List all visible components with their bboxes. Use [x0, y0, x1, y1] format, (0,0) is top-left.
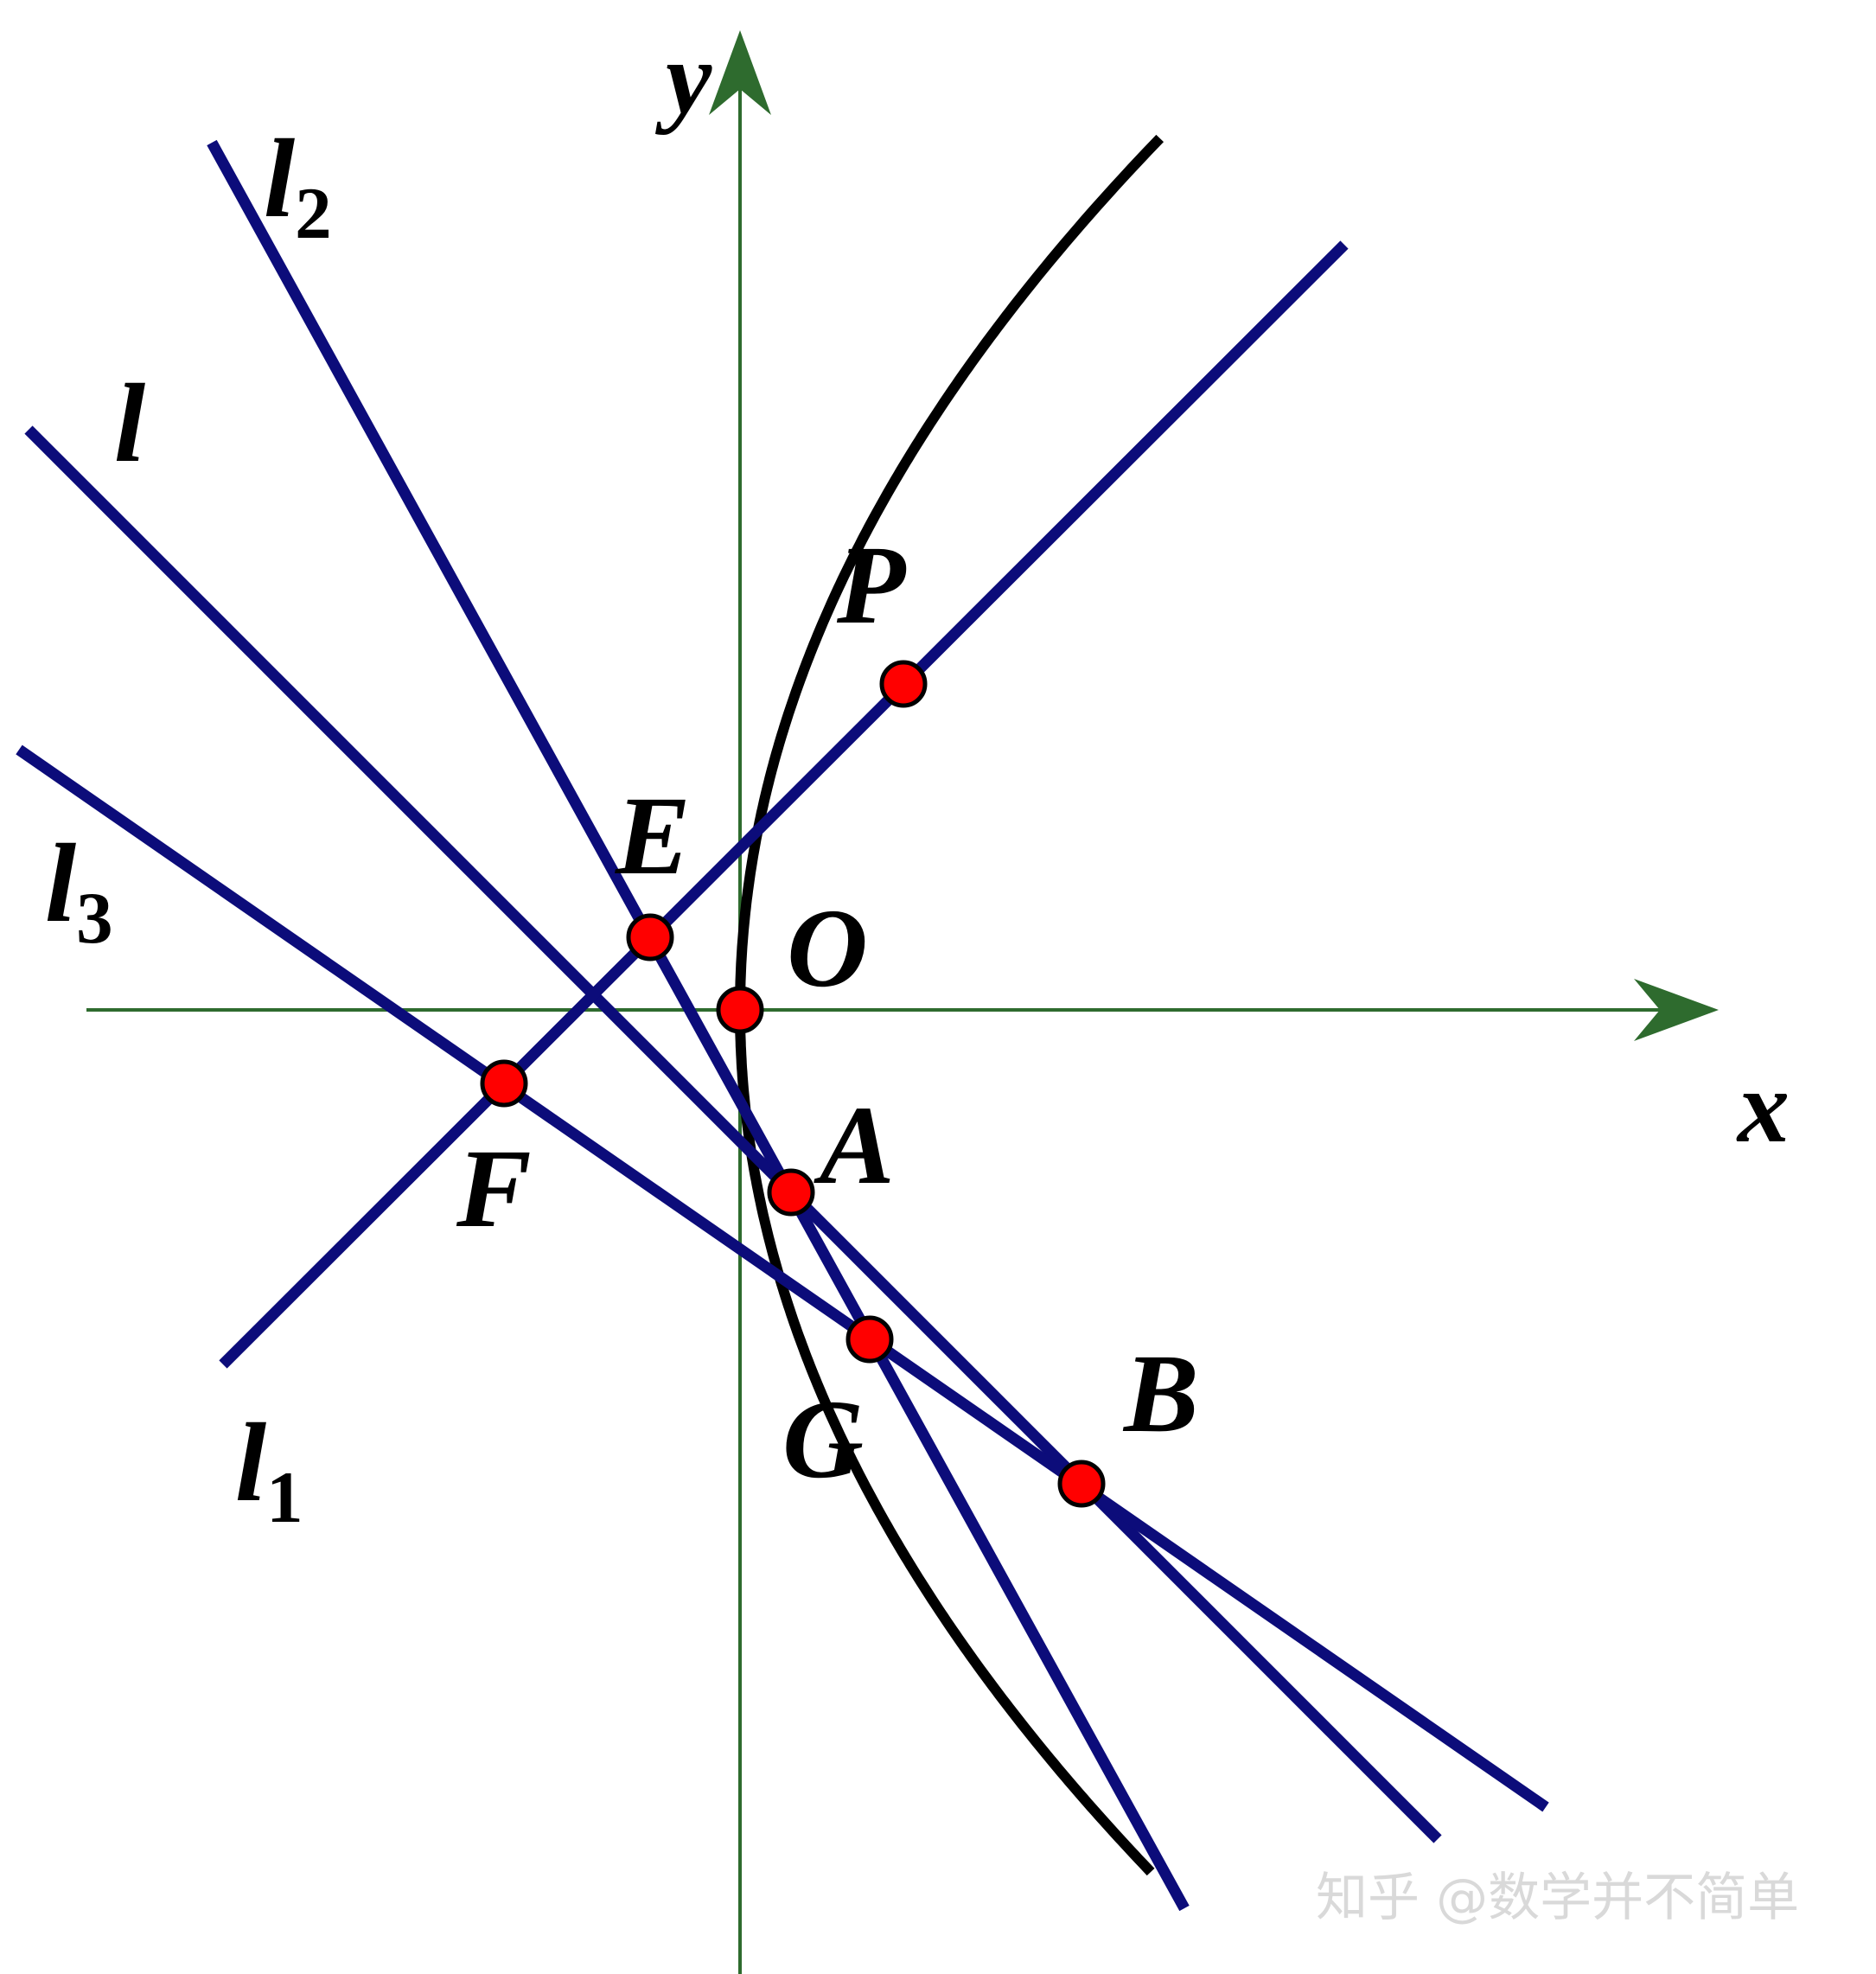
lines	[16, 139, 1549, 1912]
line-l1-label: l1	[235, 1401, 303, 1538]
point-E	[626, 913, 674, 961]
point-E-label: E	[615, 774, 691, 898]
line-l2-label-sub: 2	[295, 173, 332, 254]
line-l2	[207, 139, 1190, 1912]
line-l-label: l	[114, 361, 145, 486]
point-O	[716, 986, 764, 1034]
line-l2-label-base: l	[264, 117, 295, 241]
point-A-label: A	[814, 1083, 895, 1208]
point-P	[879, 660, 928, 708]
line-l3	[16, 744, 1549, 1812]
line-l1-label-base: l	[235, 1401, 266, 1525]
point-G-label: G	[782, 1377, 864, 1502]
axes	[86, 30, 1719, 1974]
y-axis-label: y	[654, 20, 712, 135]
line-l3-label-base: l	[45, 821, 76, 946]
point-G	[845, 1315, 894, 1364]
point-O-label: O	[787, 886, 868, 1011]
x-axis-arrow-icon	[1634, 979, 1719, 1041]
line-l	[24, 425, 1442, 1843]
line-l3-label-sub: 3	[76, 878, 113, 959]
watermark-text: 知乎 @数学并不简单	[1316, 1868, 1799, 1928]
point-B-label: B	[1122, 1332, 1199, 1456]
line-l2-label: l2	[264, 117, 332, 254]
point-B	[1057, 1460, 1106, 1508]
y-axis-arrow-icon	[709, 30, 771, 115]
point-F	[480, 1059, 528, 1108]
line-l1-label-sub: 1	[266, 1457, 303, 1538]
line-l3-label: l3	[45, 821, 113, 959]
line-l1	[219, 240, 1349, 1369]
point-A	[767, 1168, 815, 1217]
point-P-label: P	[836, 523, 907, 648]
points	[480, 660, 1106, 1508]
x-axis-label: x	[1736, 1049, 1790, 1164]
point-F-label: F	[456, 1127, 532, 1251]
